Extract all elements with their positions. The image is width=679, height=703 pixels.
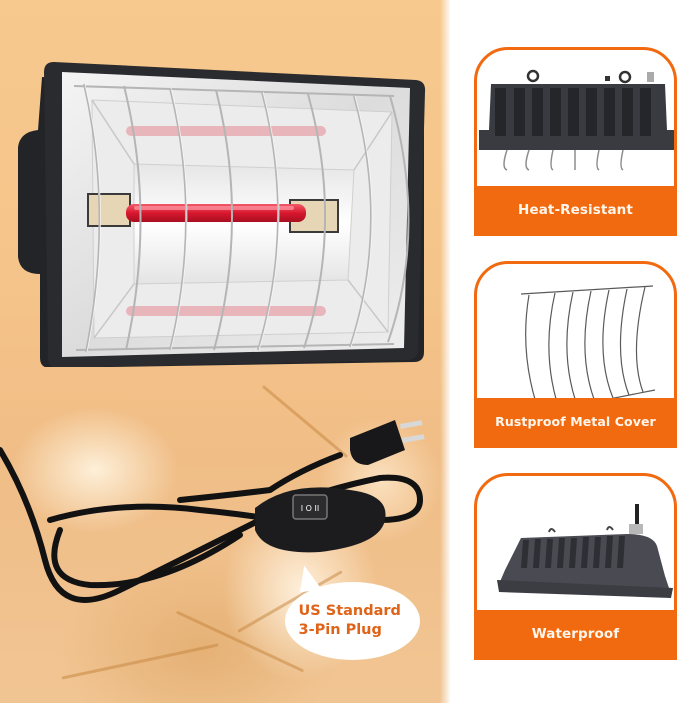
plug-callout: US Standard 3-Pin Plug xyxy=(285,582,420,660)
callout-line-2: 3-Pin Plug xyxy=(298,622,382,638)
callout-line-1: US Standard xyxy=(298,603,401,619)
panel-edge-fade xyxy=(440,0,450,703)
wire-guard-image xyxy=(477,264,674,401)
heater-housing-angled-image xyxy=(477,476,674,613)
feature-label: Waterproof xyxy=(477,610,674,657)
product-photo: I O II xyxy=(0,0,450,703)
heater-back-housing-image xyxy=(477,50,674,189)
feature-card-waterproof: Waterproof xyxy=(474,473,677,660)
feature-card-rustproof: Rustproof Metal Cover xyxy=(474,261,677,448)
switch-markings: I O II xyxy=(301,504,319,513)
feature-label: Rustproof Metal Cover xyxy=(477,398,674,445)
straw-decoration xyxy=(61,643,219,680)
feature-card-heat-resistant: Heat-Resistant xyxy=(474,47,677,236)
rocker-switch xyxy=(292,494,328,520)
feature-label: Heat-Resistant xyxy=(477,186,674,233)
heat-lamp xyxy=(14,52,434,367)
power-cord: I O II xyxy=(0,410,450,610)
